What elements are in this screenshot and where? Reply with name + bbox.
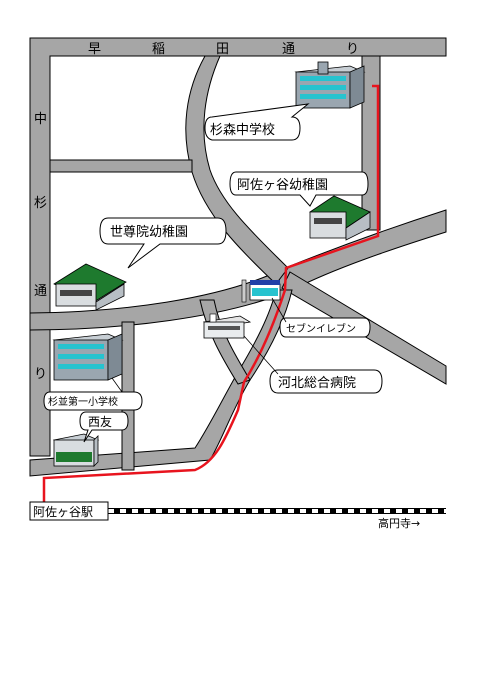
asagaya-kindergarten-building-icon [309,195,371,241]
svg-text:世尊院幼稚園: 世尊院幼稚園 [110,224,188,240]
label-asagaya-kindergarten: 阿佐ヶ谷幼稚園 [229,171,369,207]
svg-text:り: り [34,367,47,382]
svg-text:り: り [346,42,359,57]
street-label-waseda-dori: 早 稲 田 通 り [88,42,359,57]
svg-text:河北総合病院: 河北総合病院 [278,376,356,391]
road-curved-north [185,55,289,285]
label-seson-kindergarten: 世尊院幼稚園 [99,217,227,269]
road-central-east-west [29,209,447,331]
hospital-building-icon [202,313,252,339]
svg-text:杉: 杉 [34,196,47,211]
svg-text:西友: 西友 [88,415,112,429]
label-elementary-school: 杉並第一小学校 [43,377,143,411]
svg-text:阿佐ヶ谷駅: 阿佐ヶ谷駅 [33,505,93,519]
label-hospital: 河北総合病院 [243,335,383,394]
seson-kindergarten-building-icon [53,263,127,311]
road-hospital-branch [199,299,251,385]
elementary-school-building-icon [52,333,124,381]
label-seiyu: 西友 [79,411,129,443]
svg-text:通: 通 [34,284,47,299]
svg-text:阿佐ヶ谷幼稚園: 阿佐ヶ谷幼稚園 [237,178,328,193]
svg-text:早: 早 [88,42,101,57]
svg-text:田: 田 [216,42,229,57]
direction-label-koenji: 高円寺→ [378,516,420,530]
svg-text:杉森中学校: 杉森中学校 [210,122,275,138]
junior-high-building-icon [294,61,366,109]
route-line [42,84,380,502]
svg-text:杉並第一小学校: 杉並第一小学校 [48,395,118,408]
road-north-west-spur [49,159,193,173]
svg-text:通: 通 [282,42,295,57]
svg-text:セブンイレブン: セブンイレブン [286,322,356,335]
svg-text:稲: 稲 [152,42,165,57]
station-label-box: 阿佐ヶ谷駅 [29,501,109,521]
street-label-naka-sugi-dori: 中 杉 通 り [34,112,47,382]
label-seven-eleven: セブンイレブン [271,297,371,338]
seiyu-building-icon [52,433,100,467]
seven-eleven-building-icon [241,279,281,303]
svg-text:中: 中 [34,112,47,127]
road-waseda-dori [29,37,447,457]
label-junior-high: 杉森中学校 [204,103,310,141]
